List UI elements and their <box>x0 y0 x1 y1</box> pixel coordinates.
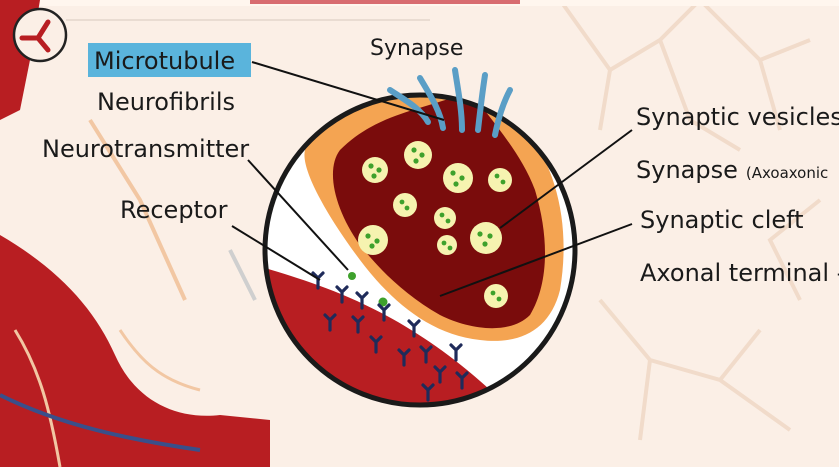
vesicle <box>484 284 508 308</box>
synapse-magnified-view <box>255 30 575 467</box>
receptor-label: Receptor <box>120 196 228 224</box>
vesicle <box>434 207 456 229</box>
neurofibrils-label: Neurofibrils <box>97 88 235 116</box>
vesicle <box>404 141 432 169</box>
axonal-terminal-label: Axonal terminal - <box>640 259 839 287</box>
vesicle <box>393 193 417 217</box>
top-strip-accent <box>250 0 520 4</box>
microtubule-label: Microtubule <box>94 47 235 75</box>
synaptic-cleft-label: Synaptic cleft <box>640 206 804 234</box>
synapse-title-label: Synapse <box>370 36 463 61</box>
vesicle <box>362 157 388 183</box>
vesicle <box>470 222 502 254</box>
vesicle <box>443 163 473 193</box>
neurotransmitter-label: Neurotransmitter <box>42 135 249 163</box>
vesicle <box>358 225 388 255</box>
synaptic-vesicles-label: Synaptic vesicles <box>636 103 839 131</box>
vesicle <box>488 168 512 192</box>
synapse-type-label: Synapse(Axoaxonic <box>636 156 828 184</box>
vesicle <box>437 235 457 255</box>
